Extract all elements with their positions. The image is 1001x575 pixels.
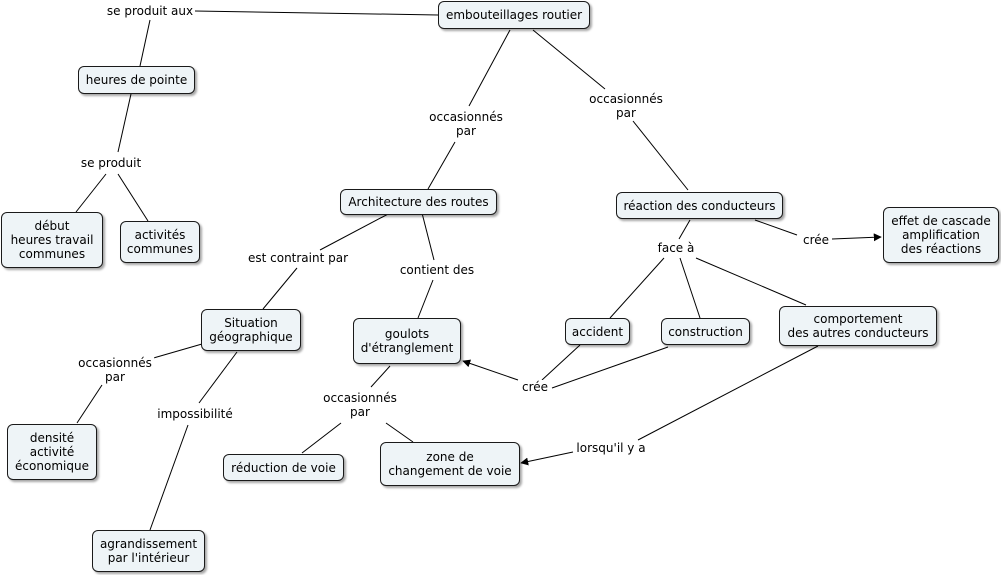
- link-label-face-a: face à: [655, 241, 697, 255]
- link-label-occasionnes-goulots: occasionnés par: [321, 391, 399, 419]
- node-comportement-autres-conducteurs[interactable]: comportement des autres conducteurs: [779, 306, 937, 346]
- link-label-cree-effet: crée: [800, 233, 832, 247]
- node-effet-de-cascade[interactable]: effet de cascade amplification des réact…: [883, 207, 999, 263]
- node-construction[interactable]: construction: [661, 318, 750, 345]
- node-reduction-de-voie[interactable]: réduction de voie: [223, 454, 344, 481]
- node-activites-communes[interactable]: activités communes: [120, 221, 200, 263]
- node-situation-geographique[interactable]: Situation géographique: [201, 309, 301, 351]
- node-zone-de-changement-de-voie[interactable]: zone de changement de voie: [380, 442, 520, 486]
- node-agrandissement-par-linterieur[interactable]: agrandissement par l'intérieur: [92, 530, 205, 572]
- node-embouteillages-routier[interactable]: embouteillages routier: [438, 1, 590, 29]
- link-label-occasionnes-reaction: occasionnés par: [587, 92, 665, 120]
- link-label-se-produit: se produit: [78, 156, 144, 170]
- node-densite-activite-economique[interactable]: densité activité économique: [7, 424, 97, 480]
- node-debut-heures-travail[interactable]: début heures travail communes: [1, 212, 103, 268]
- node-architecture-des-routes[interactable]: Architecture des routes: [340, 189, 497, 215]
- link-label-lorsquil-y-a: lorsqu'il y a: [574, 441, 648, 455]
- node-goulots-detranglement[interactable]: goulots d'étranglement: [353, 318, 461, 364]
- link-label-est-contraint-par: est contraint par: [245, 251, 351, 265]
- link-label-se-produit-aux: se produit aux: [104, 4, 196, 18]
- link-label-occasionnes-densite: occasionnés par: [76, 356, 154, 384]
- link-label-cree-goulots: crée: [519, 380, 551, 394]
- node-heures-de-pointe[interactable]: heures de pointe: [78, 66, 195, 94]
- node-accident[interactable]: accident: [565, 318, 630, 345]
- link-label-impossibilite: impossibilité: [155, 407, 235, 421]
- link-label-contient-des: contient des: [397, 263, 477, 277]
- link-label-occasionnes-architecture: occasionnés par: [427, 110, 505, 138]
- node-reaction-des-conducteurs[interactable]: réaction des conducteurs: [616, 192, 783, 219]
